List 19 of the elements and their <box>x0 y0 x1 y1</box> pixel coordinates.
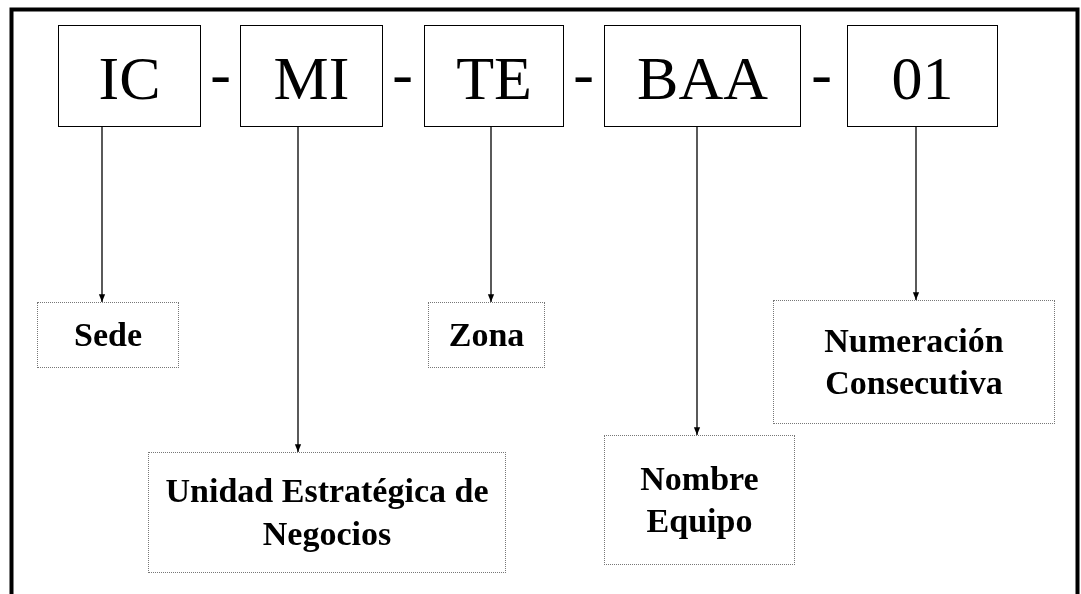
code-box: 01 <box>847 25 998 127</box>
description-box: Nombre Equipo <box>604 435 795 565</box>
arrow <box>98 126 106 303</box>
arrow <box>912 126 920 301</box>
description-box: Zona <box>428 302 545 368</box>
description-box: Unidad Estratégica de Negocios <box>148 452 506 573</box>
description-box: Sede <box>37 302 179 368</box>
code-box: IC <box>58 25 201 127</box>
code-box: TE <box>424 25 564 127</box>
code-box: MI <box>240 25 383 127</box>
separator-dash: - <box>209 42 232 104</box>
separator-dash: - <box>572 42 595 104</box>
arrow <box>693 126 701 436</box>
arrow <box>487 126 495 303</box>
separator-dash: - <box>391 42 414 104</box>
description-box: Numeración Consecutiva <box>773 300 1055 424</box>
separator-dash: - <box>810 42 833 104</box>
arrow <box>294 126 302 453</box>
code-box: BAA <box>604 25 801 127</box>
